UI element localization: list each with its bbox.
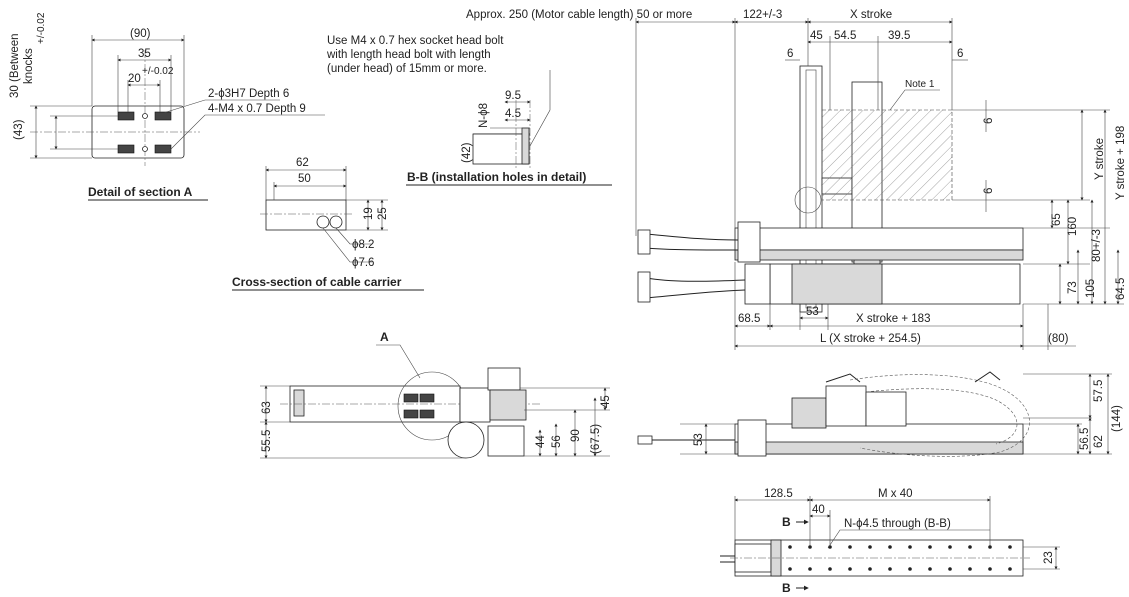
dim-144: (144) bbox=[1111, 405, 1123, 432]
side-view: 53 57.5 56.5 62 (144) bbox=[637, 371, 1123, 457]
dim-53-side: 53 bbox=[693, 433, 705, 446]
dim-6a: 6 bbox=[787, 48, 793, 60]
holes-4m4-note: 4-M4 x 0.7 Depth 9 bbox=[208, 103, 306, 115]
holes-2phi-note: 2-ϕ3H7 Depth 6 bbox=[208, 88, 289, 100]
dim-a-30-line2: knocks bbox=[23, 48, 35, 84]
dim-6c: 6 bbox=[983, 118, 995, 124]
dim-a-90: (90) bbox=[130, 28, 151, 40]
dim-545: 54.5 bbox=[834, 30, 856, 42]
dim-395: 39.5 bbox=[888, 30, 910, 42]
bolt-note-line2: with length head bolt with length bbox=[326, 49, 491, 61]
cable-carrier-title: Cross-section of cable carrier bbox=[232, 275, 402, 289]
bottom-view: 128.5 M x 40 40 N-ϕ4.5 through (B-B) 23 … bbox=[720, 488, 1060, 595]
dim-45-mid: 45 bbox=[600, 395, 612, 408]
dim-mx40: M x 40 bbox=[878, 488, 913, 500]
bolt-note-line1: Use M4 x 0.7 hex socket head bolt bbox=[327, 35, 504, 47]
dim-a-43: (43) bbox=[13, 119, 25, 140]
dim-44: 44 bbox=[535, 435, 547, 448]
dim-bb-45: 4.5 bbox=[505, 108, 521, 120]
bb-nphi8: N-ϕ8 bbox=[478, 103, 490, 128]
dim-cc-82: ϕ8.2 bbox=[352, 239, 374, 251]
dim-cc-62: 62 bbox=[296, 157, 309, 169]
dim-555: 55.5 bbox=[261, 430, 273, 452]
dim-53-top: 53 bbox=[806, 306, 819, 318]
cable-carrier-section: 62 50 19 25 ϕ8.2 ϕ7.6 Cross-section of c… bbox=[232, 157, 424, 291]
dim-bb-42: (42) bbox=[461, 142, 473, 163]
dim-x-stroke-top: X stroke bbox=[850, 9, 892, 21]
dim-a-20-tol: +/-0.02 bbox=[142, 66, 174, 77]
section-b-top: B bbox=[782, 515, 791, 529]
dim-122: 122+/-3 bbox=[743, 9, 782, 21]
dim-l: L (X stroke + 254.5) bbox=[820, 333, 921, 345]
dim-65: 65 bbox=[1051, 213, 1063, 226]
dim-x-stroke-183: X stroke + 183 bbox=[856, 313, 930, 325]
dim-cc-50: 50 bbox=[298, 173, 311, 185]
dim-56: 56 bbox=[551, 435, 563, 448]
section-b-bottom: B bbox=[782, 581, 791, 595]
bb-detail-title: B-B (installation holes in detail) bbox=[407, 170, 586, 184]
dim-cc-19: 19 bbox=[363, 207, 375, 220]
dim-675: (67.5) bbox=[590, 424, 602, 454]
end-view-left: A 63 55.5 44 56 90 (67.5) 45 bbox=[260, 330, 612, 459]
dim-575: 57.5 bbox=[1093, 380, 1105, 402]
dim-a-20: 20 bbox=[128, 73, 141, 85]
dim-y-stroke-198: Y stroke + 198 bbox=[1115, 126, 1127, 200]
dim-a-30-line1: 30 (Between bbox=[9, 33, 21, 98]
detail-section-a: (90) 35 20 +/-0.02 2-ϕ3H7 Depth 6 4-M4 x… bbox=[9, 12, 325, 201]
dim-cc-76: ϕ7.6 bbox=[352, 257, 374, 269]
dim-80: 80+/-3 bbox=[1091, 229, 1103, 262]
dim-a-35: 35 bbox=[138, 48, 151, 60]
dim-cc-25: 25 bbox=[377, 207, 389, 220]
dim-685: 68.5 bbox=[738, 313, 760, 325]
dim-73: 73 bbox=[1067, 281, 1079, 294]
dim-63: 63 bbox=[261, 401, 273, 414]
motor-cable-note: Approx. 250 (Motor cable length) 50 or m… bbox=[466, 9, 692, 21]
dim-62-side: 62 bbox=[1093, 435, 1105, 448]
dim-80-paren: (80) bbox=[1048, 333, 1069, 345]
top-view: Approx. 250 (Motor cable length) 50 or m… bbox=[466, 9, 1127, 350]
dim-105: 105 bbox=[1085, 279, 1097, 298]
section-a-letter: A bbox=[380, 330, 389, 344]
dim-1285: 128.5 bbox=[764, 488, 793, 500]
bb-detail: Use M4 x 0.7 hex socket head bolt with l… bbox=[326, 35, 612, 186]
through-holes bbox=[788, 545, 1012, 571]
dim-90: 90 bbox=[570, 429, 582, 442]
dim-645: 64.5 bbox=[1115, 278, 1127, 300]
dim-6d: 6 bbox=[983, 188, 995, 194]
dim-160: 160 bbox=[1067, 217, 1079, 236]
note-1: Note 1 bbox=[905, 79, 935, 90]
dim-45: 45 bbox=[810, 30, 823, 42]
dim-565: 56.5 bbox=[1079, 428, 1091, 450]
dim-a-30-tol: +/-0.02 bbox=[36, 12, 47, 44]
dim-y-stroke: Y stroke bbox=[1094, 138, 1106, 180]
dim-bb-95: 9.5 bbox=[505, 90, 521, 102]
dim-40: 40 bbox=[812, 504, 825, 516]
bolt-note-line3: (under head) of 15mm or more. bbox=[327, 63, 487, 75]
through-holes-note: N-ϕ4.5 through (B-B) bbox=[844, 518, 951, 530]
detail-section-a-title: Detail of section A bbox=[88, 185, 193, 199]
dim-6b: 6 bbox=[957, 48, 963, 60]
dim-23: 23 bbox=[1043, 551, 1055, 564]
